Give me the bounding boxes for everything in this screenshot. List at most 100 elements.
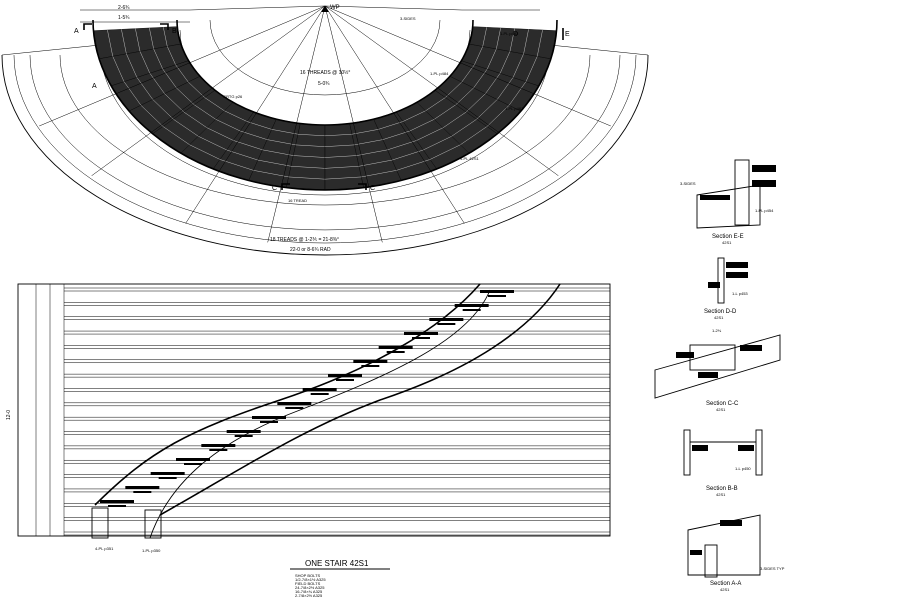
section-b-post-left xyxy=(683,429,691,476)
tread-hatch xyxy=(324,155,357,158)
section-mark-a: A xyxy=(74,28,79,35)
tread-hatch xyxy=(324,176,362,180)
stringer-outer xyxy=(94,283,481,506)
tread-hatch xyxy=(474,46,483,65)
elevation-tread-mark xyxy=(328,374,362,377)
tread-hatch xyxy=(429,144,461,160)
section-d-bar-3 xyxy=(708,282,720,288)
tread-hatch xyxy=(149,27,154,49)
section-d-sub: 42S1 xyxy=(714,315,724,320)
tread-hatch xyxy=(257,159,292,167)
plan-dim-top2: 1-5¾ xyxy=(118,15,130,21)
elevation-tread-mark xyxy=(150,472,185,475)
plan-radius: 22-0 or 8-6¾ RAD xyxy=(290,247,331,253)
section-e-title: Section E-E xyxy=(712,234,744,240)
elevation-tread-mark xyxy=(252,416,286,419)
section-mark-b: B xyxy=(172,28,177,35)
tread-hatch xyxy=(451,119,477,137)
tread-hatch xyxy=(409,119,435,132)
section-d-bar-2 xyxy=(726,272,748,278)
outer-arc-2 xyxy=(13,54,637,244)
tread-hatch xyxy=(121,29,127,54)
section-a-post xyxy=(704,544,718,578)
section-c-note: 1-2⅛ xyxy=(712,328,722,333)
section-e-bar-2 xyxy=(752,180,776,187)
right-base xyxy=(549,44,649,56)
radial-line xyxy=(39,5,326,127)
tread-hatch xyxy=(153,48,163,70)
stringer-arc-inner xyxy=(176,19,474,126)
tread-hatch xyxy=(425,97,446,111)
tread-hatch xyxy=(162,68,177,88)
elevation-tread-mark xyxy=(429,318,464,321)
plan-threads-inner: 16 THREADS @ 10½° xyxy=(300,69,350,76)
tread-hatch xyxy=(392,149,424,161)
elevation-tread-bolt xyxy=(488,295,506,297)
elevation-tread-mark xyxy=(226,430,261,433)
section-d-label: 1-L p453 xyxy=(732,291,748,296)
section-d-bar-1 xyxy=(726,262,748,268)
section-d-title: Section D-D xyxy=(704,309,737,315)
tread-hatch xyxy=(152,99,174,120)
section-c-stringer xyxy=(654,334,781,399)
radial-line xyxy=(324,5,559,176)
tread-hatch xyxy=(167,46,176,65)
tread-hatch xyxy=(163,27,168,47)
elevation-tread-mark xyxy=(480,290,514,293)
tread-hatch xyxy=(496,27,501,49)
elevation-tread-bolt xyxy=(285,407,304,409)
elevation-tread-mark xyxy=(277,402,312,405)
tread-hatch xyxy=(455,87,474,105)
section-mark-c2: C xyxy=(370,185,375,192)
elevation-tread-bolt xyxy=(361,365,380,367)
radial-line xyxy=(324,5,465,224)
tread-hatch xyxy=(351,129,379,135)
wp-label: WP xyxy=(330,5,340,11)
section-mark-d: D xyxy=(513,31,518,38)
tread-hatch xyxy=(361,170,397,178)
tread-hatch xyxy=(473,68,488,88)
tread-note: 16 TREAD xyxy=(288,198,307,203)
bottom-plate-right: 1-PL p350 xyxy=(142,548,161,553)
base-plate-left xyxy=(91,507,109,539)
plan-view: WP 2-6¾ 1-5¾ 16 THREADS @ 10½° 5-0¾ 18 T… xyxy=(1,5,649,256)
tread-hatch xyxy=(486,105,510,127)
tread-hatch xyxy=(358,159,393,167)
note-4: 16-7/8×¾ A325 xyxy=(295,589,323,594)
tread-hatch xyxy=(512,53,524,78)
plate-label-3: 1-PL p481 xyxy=(505,106,524,111)
section-b-title: Section B-B xyxy=(706,486,738,492)
section-d-post xyxy=(717,257,725,304)
section-d-d: 1-L p453 Section D-D 42S1 xyxy=(704,257,748,320)
tread-hatch xyxy=(136,77,153,100)
tread-hatch xyxy=(164,93,184,113)
outer-arc-4 xyxy=(59,54,591,206)
elevation-tread-mark xyxy=(378,346,413,349)
note-1: 1/2-7/8×1½ A325 xyxy=(295,577,326,582)
section-e-e: 3-SIDES 1-PL p454 Section E-E 42S1 xyxy=(680,159,776,245)
tread-hatch xyxy=(378,121,404,130)
tread-hatch xyxy=(482,27,487,47)
section-a-bar-1 xyxy=(720,520,742,526)
section-arrow-b xyxy=(160,23,169,30)
left-base xyxy=(1,44,101,56)
sides-label: 3-SIDES xyxy=(400,16,416,21)
section-b-sub: 42S1 xyxy=(716,492,726,497)
section-mark-e: E xyxy=(565,31,570,38)
tread-hatch xyxy=(123,81,142,106)
note-3: 24-7/8×2½ A325 xyxy=(295,585,325,590)
tread-hatch xyxy=(485,73,501,94)
elevation-frame xyxy=(17,283,611,537)
stringer-arc-outer xyxy=(92,19,558,191)
elevation-tread-mark xyxy=(176,458,210,461)
note-2: FIELD BOLTS xyxy=(295,581,321,586)
tread-hatch xyxy=(324,144,355,147)
elevation-tread-bolt xyxy=(412,337,430,339)
elevation-tread-bolt xyxy=(310,393,329,395)
tread-hatch xyxy=(112,56,125,82)
wp-marker-icon xyxy=(321,6,329,12)
tread-hatch xyxy=(497,77,514,100)
stringer-inner xyxy=(159,283,561,516)
